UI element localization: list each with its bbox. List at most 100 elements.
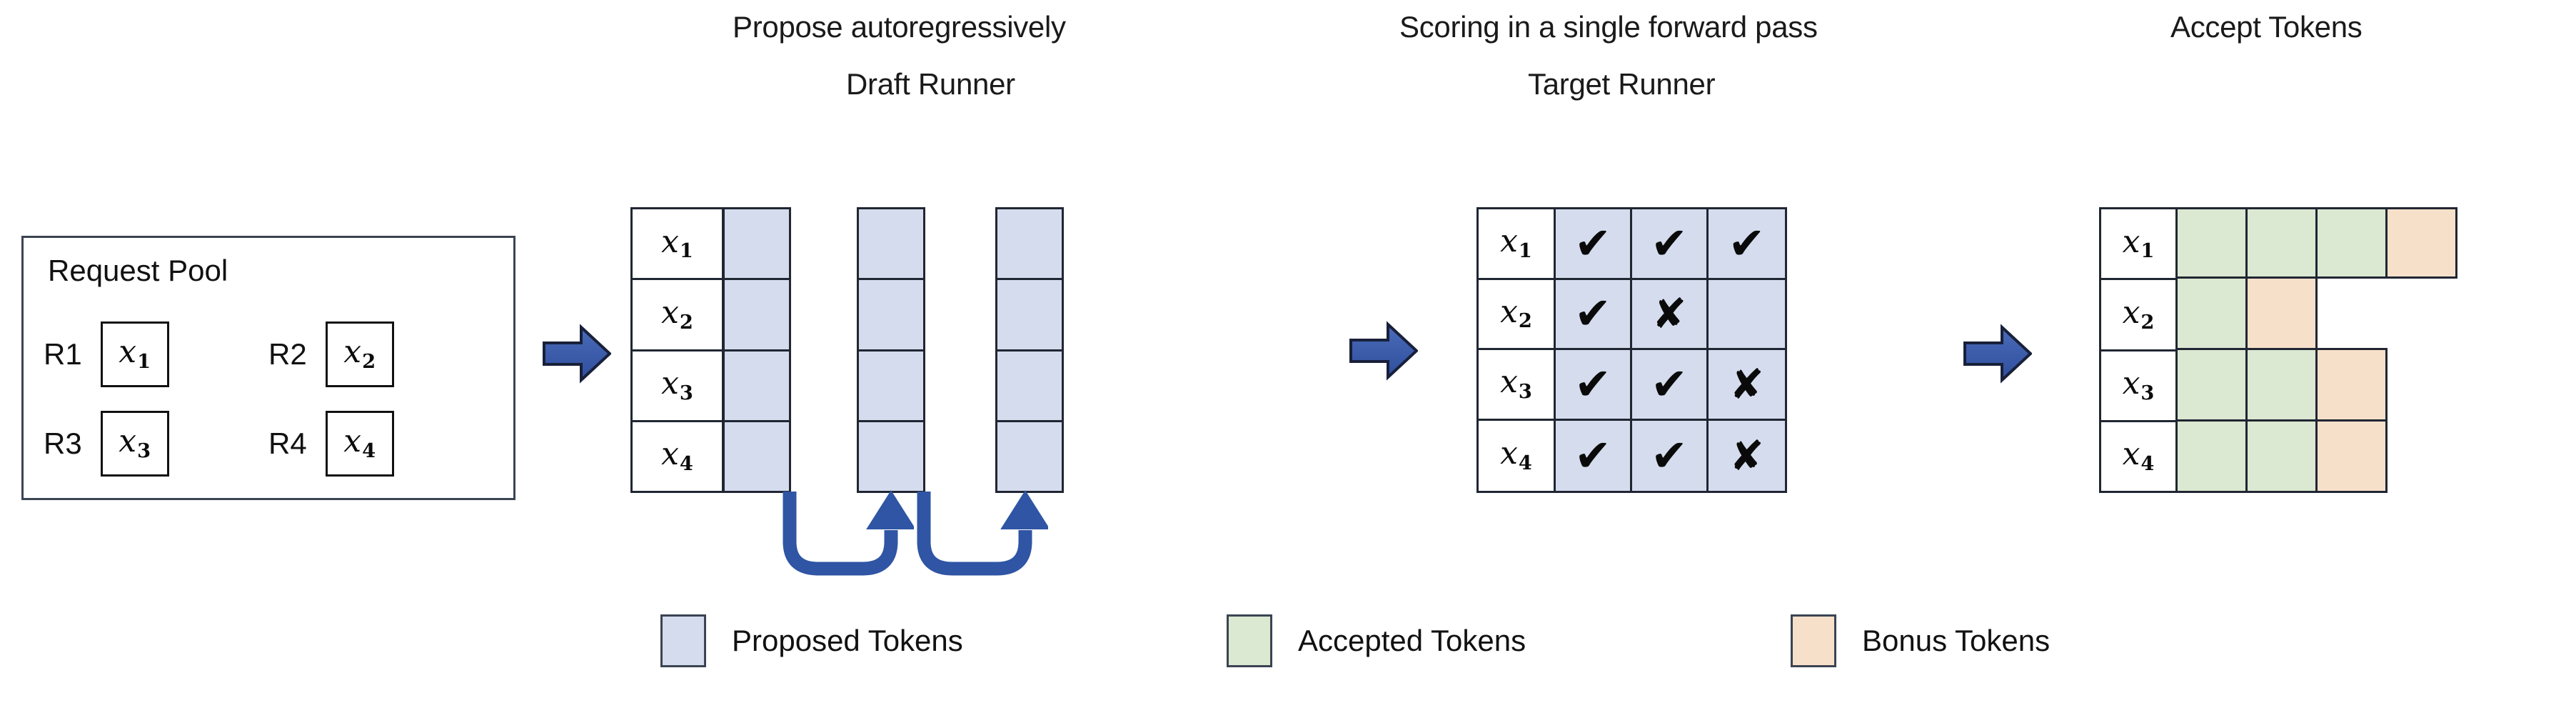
accept-cell-1-2[interactable] — [2245, 207, 2318, 279]
draft-cell-4-3[interactable] — [997, 422, 1062, 491]
draft-cell-3-2[interactable] — [859, 351, 923, 422]
target-cell-4-3[interactable]: ✘ — [1709, 420, 1785, 491]
check-icon: ✔ — [1728, 216, 1766, 269]
request-item-r3[interactable]: R3 x3 — [44, 399, 268, 488]
flow-arrow-pool-to-draft — [543, 323, 611, 384]
request-item-r2[interactable]: R2 x2 — [268, 309, 493, 399]
target-cell-1-2[interactable]: ✔ — [1632, 209, 1709, 280]
request-label-r2: R2 — [268, 336, 307, 371]
check-icon: ✔ — [1574, 357, 1611, 410]
draft-cell-1-3[interactable] — [997, 209, 1062, 281]
draft-row-label-2: x2 — [633, 280, 722, 352]
request-pool-grid: R1 x1 R2 x2 R3 x3 R4 x4 — [44, 309, 493, 488]
draft-cell-3-1[interactable] — [725, 351, 789, 422]
draft-step-column-2[interactable] — [857, 207, 925, 493]
accept-cell-1-1[interactable] — [2175, 207, 2248, 279]
draft-runner-label-column: x1 x2 x3 x4 — [630, 207, 724, 493]
draft-runner-caption: Propose autoregressively — [733, 10, 1066, 44]
accept-cell-3-2[interactable] — [2245, 348, 2318, 422]
target-cell-3-3[interactable]: ✘ — [1709, 350, 1785, 421]
request-token-box-r3: x3 — [100, 410, 169, 477]
target-row-label-1: x1 — [1479, 209, 1556, 280]
accept-row-label-1: x1 — [2101, 209, 2175, 281]
cross-icon: ✘ — [1729, 431, 1764, 480]
target-cell-2-1[interactable]: ✔ — [1556, 279, 1632, 350]
legend-label-proposed: Proposed Tokens — [732, 624, 963, 657]
legend-swatch-bonus — [1791, 614, 1836, 667]
check-icon: ✔ — [1574, 216, 1611, 269]
accept-cell-3-3-bonus[interactable] — [2315, 348, 2388, 422]
target-cell-4-1[interactable]: ✔ — [1556, 420, 1632, 491]
draft-row-label-3: x3 — [633, 352, 722, 422]
request-token-box-r1: x1 — [100, 321, 169, 387]
token-glyph-x2: x2 — [343, 334, 376, 373]
target-row-label-3: x3 — [1479, 350, 1556, 421]
check-icon: ✔ — [1574, 287, 1611, 340]
accept-cell-4-3-bonus[interactable] — [2315, 419, 2388, 493]
check-icon: ✔ — [1651, 357, 1688, 410]
token-glyph-x1: x1 — [119, 334, 151, 373]
legend-item-accepted: Accepted Tokens — [1227, 614, 1526, 667]
accept-cell-3-1[interactable] — [2175, 348, 2248, 422]
cross-icon: ✘ — [1729, 359, 1764, 409]
draft-cell-1-2[interactable] — [859, 209, 923, 281]
draft-step-column-1[interactable] — [723, 207, 791, 493]
accept-cell-2-2-bonus[interactable] — [2245, 276, 2318, 350]
draft-step-column-3[interactable] — [995, 207, 1064, 493]
accept-cell-2-1[interactable] — [2175, 276, 2248, 350]
accept-cell-1-3[interactable] — [2315, 207, 2388, 279]
request-pool-title: Request Pool — [48, 254, 228, 287]
accept-row-1 — [2175, 207, 2457, 279]
accept-row-2 — [2175, 276, 2457, 350]
accept-label-column: x1 x2 x3 x4 — [2099, 207, 2178, 493]
legend-label-accepted: Accepted Tokens — [1298, 624, 1526, 657]
target-runner-grid[interactable]: x1 ✔ ✔ ✔ x2 ✔ ✘ x3 ✔ ✔ — [1476, 207, 1787, 493]
accept-cell-4-2[interactable] — [2245, 419, 2318, 493]
accept-row-label-2: x2 — [2101, 280, 2175, 352]
target-cell-2-3[interactable] — [1709, 279, 1785, 350]
request-token-box-r4: x4 — [325, 410, 394, 477]
legend-swatch-proposed — [660, 614, 706, 667]
draft-cell-1-1[interactable] — [725, 209, 789, 281]
legend-item-proposed: Proposed Tokens — [660, 614, 963, 667]
request-item-r4[interactable]: R4 x4 — [268, 399, 493, 488]
cross-icon: ✘ — [1651, 289, 1687, 339]
draft-cell-2-3[interactable] — [997, 280, 1062, 352]
accept-cell-4-1[interactable] — [2175, 419, 2248, 493]
token-glyph-x3: x3 — [119, 423, 151, 462]
request-label-r4: R4 — [268, 426, 307, 460]
draft-cell-2-2[interactable] — [859, 280, 923, 352]
accept-row-3 — [2175, 348, 2457, 422]
target-cell-1-3[interactable]: ✔ — [1709, 209, 1785, 280]
draft-cell-3-3[interactable] — [997, 351, 1062, 422]
request-label-r1: R1 — [44, 336, 82, 371]
accept-token-rows — [2175, 207, 2457, 493]
request-pool-panel: Request Pool R1 x1 R2 x2 R3 x3 — [21, 236, 515, 500]
draft-cell-2-1[interactable] — [725, 280, 789, 352]
target-row-label-4: x4 — [1479, 420, 1556, 491]
draft-loop-arrow-2 — [912, 489, 1048, 589]
request-item-r1[interactable]: R1 x1 — [44, 309, 268, 399]
request-label-r3: R3 — [44, 426, 82, 460]
legend-swatch-accepted — [1227, 614, 1272, 667]
accept-row-4 — [2175, 419, 2457, 493]
target-cell-4-2[interactable]: ✔ — [1632, 420, 1709, 491]
target-cell-2-2[interactable]: ✘ — [1632, 279, 1709, 350]
accept-row-label-3: x3 — [2101, 352, 2175, 422]
draft-cell-4-1[interactable] — [725, 422, 789, 491]
accept-cell-1-4-bonus[interactable] — [2385, 207, 2457, 279]
target-runner-title: Target Runner — [1528, 67, 1716, 101]
target-runner-caption: Scoring in a single forward pass — [1399, 10, 1818, 44]
draft-row-label-4: x4 — [661, 436, 693, 476]
draft-cell-4-2[interactable] — [859, 422, 923, 491]
legend-label-bonus: Bonus Tokens — [1862, 624, 2051, 657]
check-icon: ✔ — [1651, 429, 1688, 482]
target-cell-3-1[interactable]: ✔ — [1556, 350, 1632, 421]
flow-arrow-target-to-accept — [1963, 323, 2032, 384]
target-cell-3-2[interactable]: ✔ — [1632, 350, 1709, 421]
legend-item-bonus: Bonus Tokens — [1791, 614, 2050, 667]
target-row-label-2: x2 — [1479, 279, 1556, 350]
target-cell-1-1[interactable]: ✔ — [1556, 209, 1632, 280]
draft-row-label-1: x1 — [633, 209, 722, 281]
